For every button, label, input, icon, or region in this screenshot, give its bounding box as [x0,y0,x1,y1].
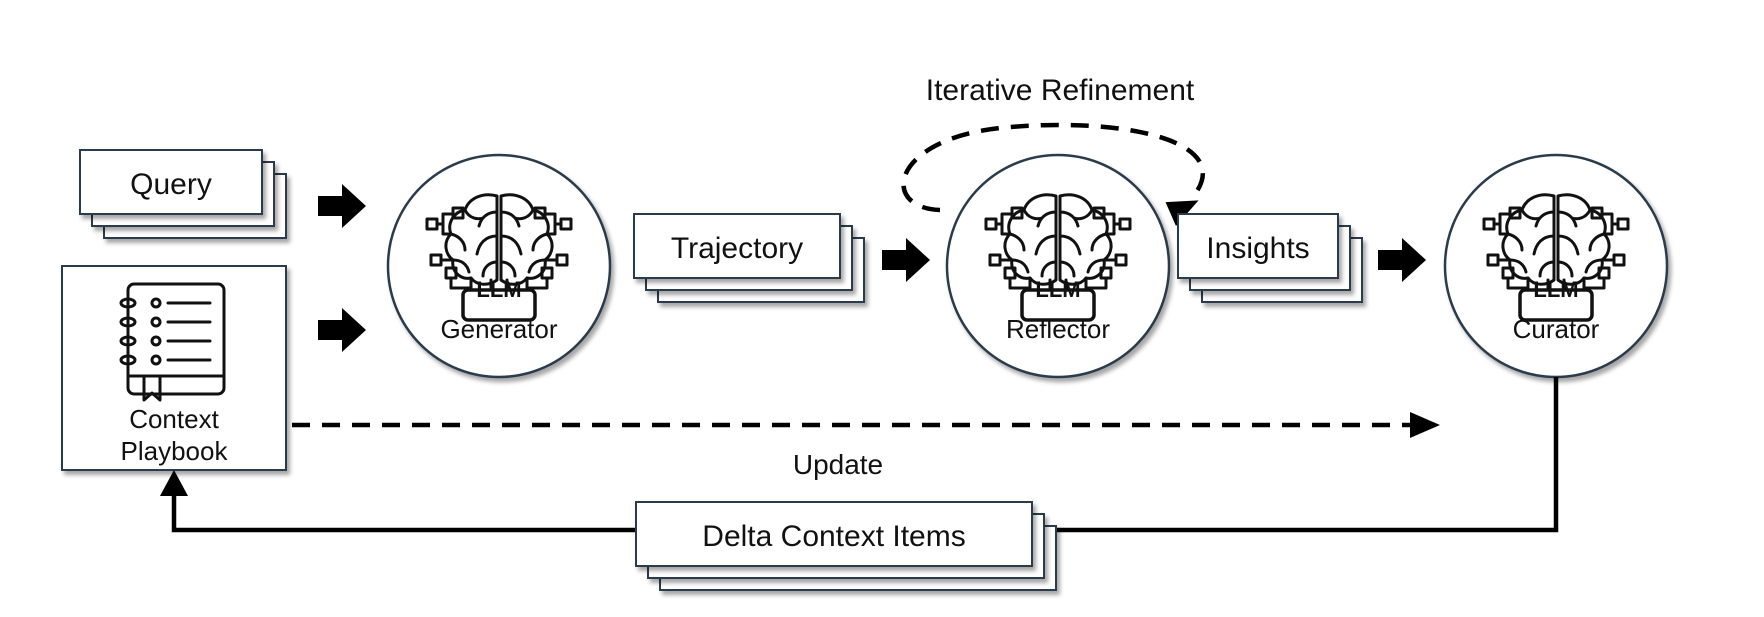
delta-context-label: Delta Context Items [702,520,965,553]
arrow-right-icon [318,184,366,228]
query-label: Query [130,168,212,201]
update-label: Update [793,449,883,480]
trajectory-stack: Trajectory [633,213,865,303]
context-playbook: Context Playbook [61,265,287,471]
llm-badge-text: LLM [1035,277,1080,302]
insights-stack: Insights [1177,213,1363,303]
refinement-loop [901,122,1206,213]
reflector-node: LLM Reflector [945,153,1171,379]
arrow-right-icon [882,238,930,282]
curator-node: LLM Curator [1443,153,1669,379]
reflector-label: Reflector [1006,314,1110,344]
generator-node: LLM Generator [386,153,612,379]
llm-badge-text: LLM [1533,277,1578,302]
iterative-refinement-label: Iterative Refinement [926,74,1195,107]
curator-label: Curator [1513,314,1600,344]
delta-context-stack: Delta Context Items [635,501,1057,591]
insights-label: Insights [1206,232,1309,265]
arrow-right-icon [1378,238,1426,282]
notebook-icon [119,282,226,402]
trajectory-label: Trajectory [671,232,803,265]
arrow-right-icon [318,308,366,352]
generator-label: Generator [440,314,557,344]
playbook-label-line2: Playbook [121,436,229,466]
llm-badge-text: LLM [476,277,521,302]
dashed-arrowhead [1410,412,1440,438]
playbook-label-line1: Context [129,404,219,434]
query-stack: Query [79,149,287,239]
update-arrowhead [160,470,188,496]
